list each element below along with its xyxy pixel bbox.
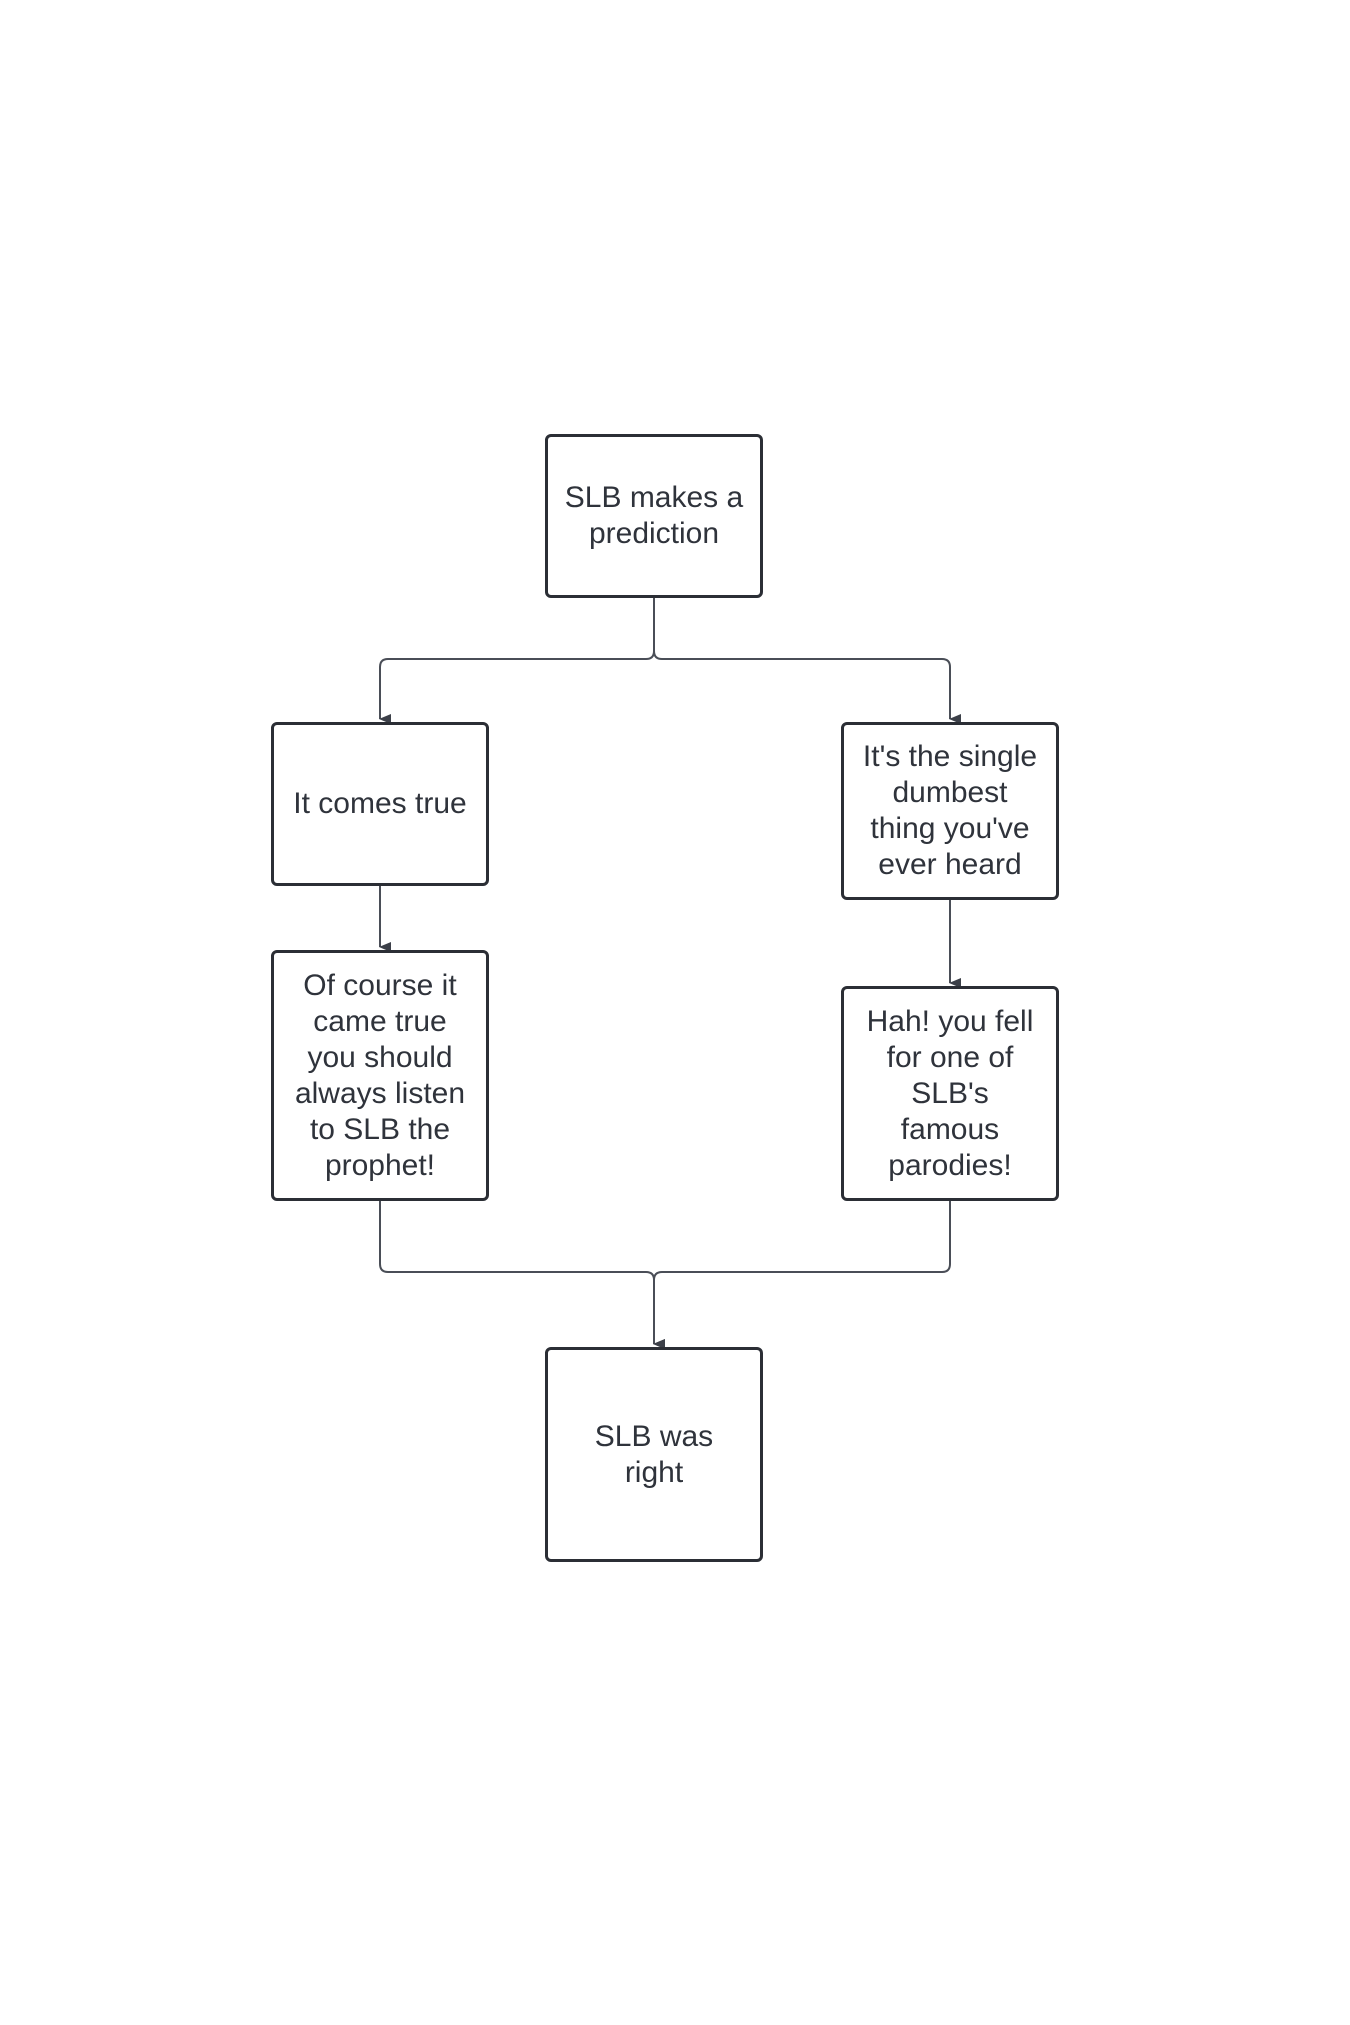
- node-comes-true: It comes true: [271, 722, 489, 886]
- node-end: SLB was right: [545, 1347, 763, 1562]
- node-start: SLB makes a prediction: [545, 434, 763, 598]
- node-parody-label: Hah! you fell for one of SLB's famous pa…: [866, 1004, 1034, 1182]
- edge-start-to-dumb: [653, 598, 961, 724]
- node-dumbest: It's the single dumbest thing you've eve…: [841, 722, 1059, 900]
- node-prophet: Of course it came true you should always…: [271, 950, 489, 1201]
- edge-prophet-to-end: [379, 1201, 665, 1349]
- node-comes-true-label: It comes true: [293, 787, 467, 820]
- node-end-label: SLB was right: [594, 1419, 714, 1489]
- node-dumbest-label: It's the single dumbest thing you've eve…: [862, 740, 1038, 881]
- edge-start-to-true: [379, 598, 655, 724]
- node-start-label: SLB makes a prediction: [564, 481, 744, 550]
- node-prophet-label: Of course it came true you should always…: [294, 968, 466, 1182]
- node-parody: Hah! you fell for one of SLB's famous pa…: [841, 986, 1059, 1201]
- edge-parody-to-end: [653, 1201, 951, 1349]
